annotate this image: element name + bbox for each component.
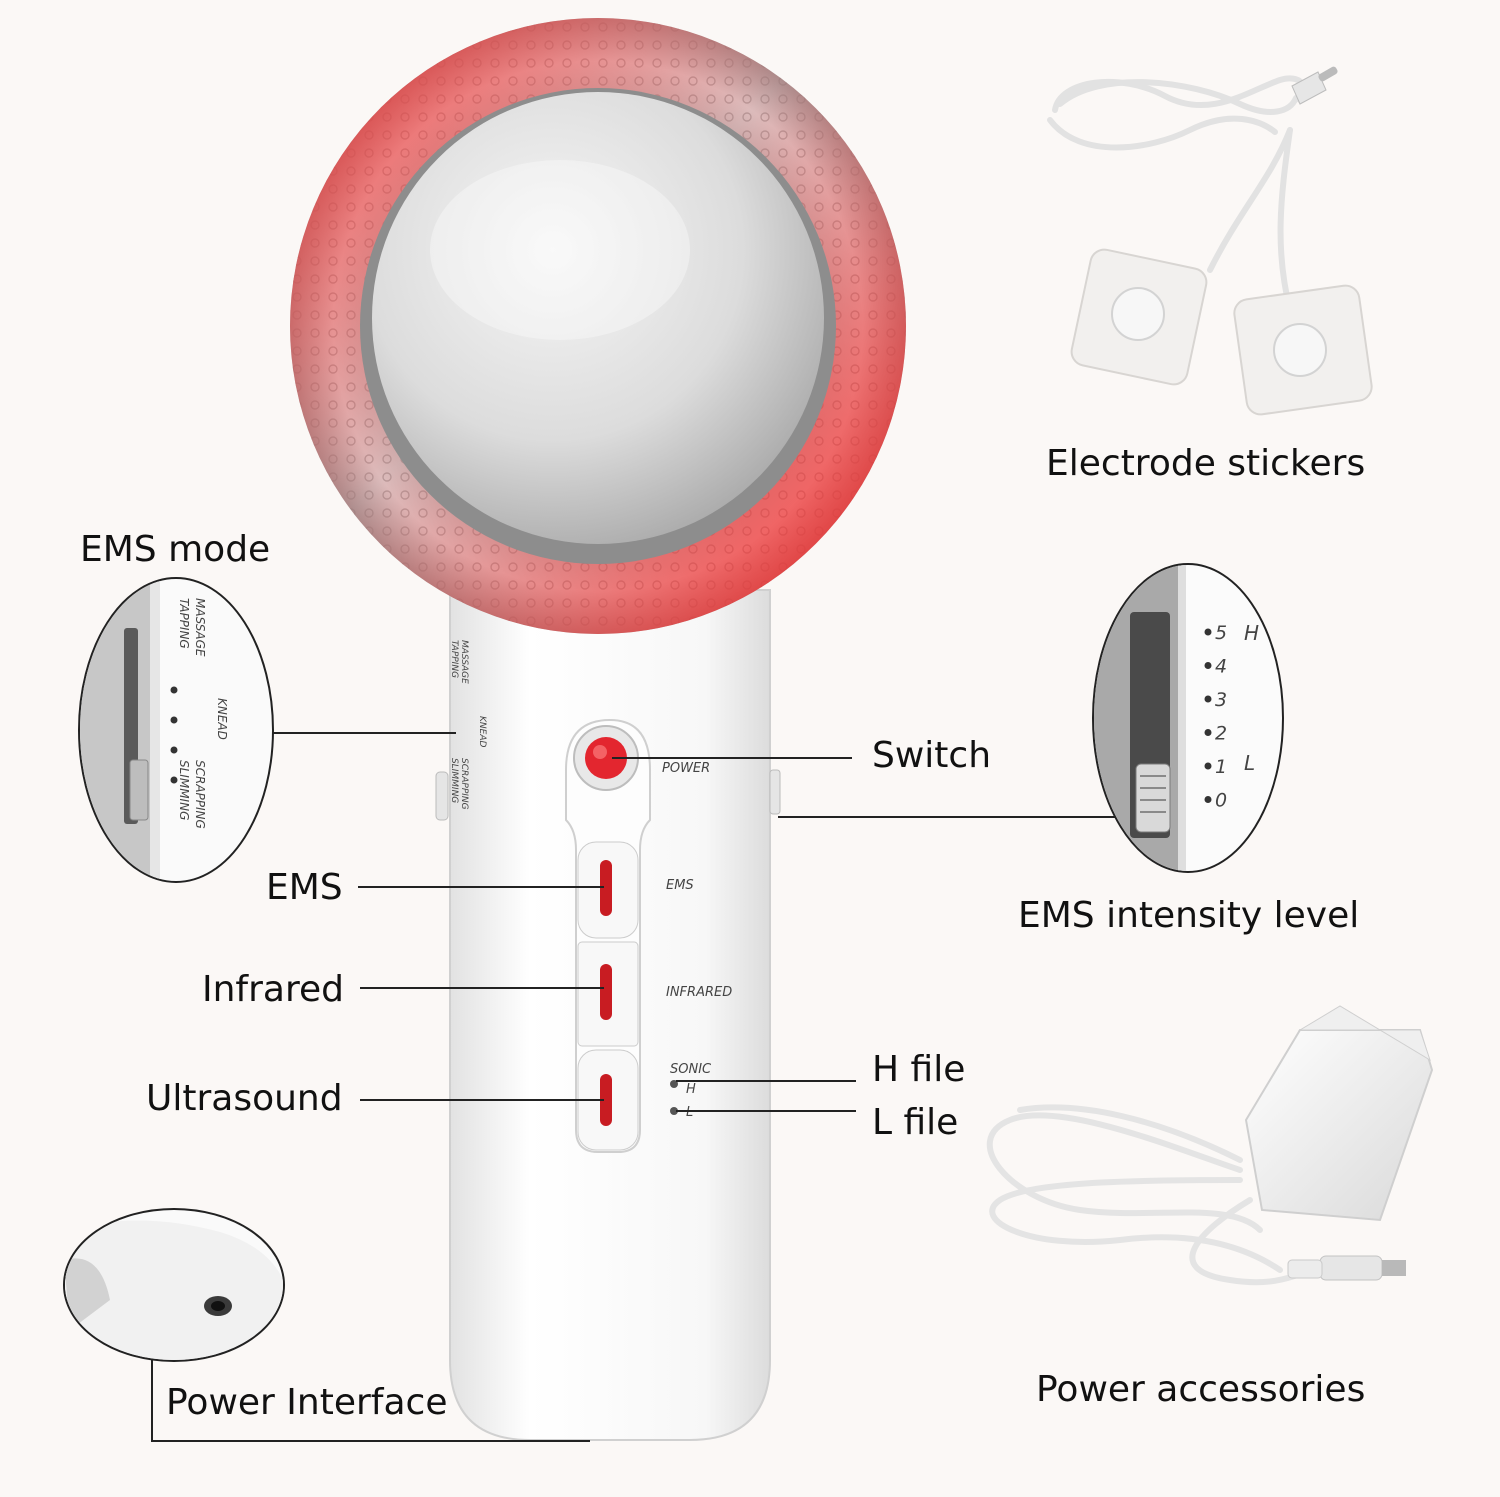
callout-infrared: Infrared xyxy=(202,969,344,1010)
device-print-sonic: SONIC xyxy=(670,1062,712,1077)
intensity-level-2: 2 xyxy=(1215,723,1227,745)
callout-l-file: L file xyxy=(872,1102,959,1143)
device-side-tapping: TAPPING xyxy=(449,640,459,678)
power-adapter-photo xyxy=(986,1005,1434,1286)
slimming-device: POWER EMS INFRARED SONIC H L MASSAGE TAP… xyxy=(290,18,906,1441)
zoom-print-scrapping: SCRAPPING xyxy=(193,760,207,829)
power-interface-zoom xyxy=(63,1208,285,1362)
device-print-power: POWER xyxy=(662,761,710,776)
ultrasound-button[interactable] xyxy=(600,1074,612,1126)
device-side-scrapping: SCRAPPING xyxy=(459,758,469,810)
intensity-high-mark: H xyxy=(1244,621,1259,645)
callout-h-file: H file xyxy=(872,1049,966,1090)
device-print-ems: EMS xyxy=(666,878,694,893)
intensity-low-mark: L xyxy=(1244,751,1255,775)
device-side-print: MASSAGE TAPPING KNEAD SCRAPPING SLIMMING xyxy=(449,640,487,810)
callout-ems-intensity-level: EMS intensity level xyxy=(1018,895,1360,936)
zoom-print-tapping: TAPPING xyxy=(177,598,191,649)
callout-ems-mode: EMS mode xyxy=(80,529,271,570)
callout-lines xyxy=(151,732,1116,1442)
device-print-h: H xyxy=(686,1082,696,1097)
device-mirror-plate xyxy=(372,92,824,544)
intensity-level-1: 1 xyxy=(1215,756,1227,778)
intensity-dot-4 xyxy=(1204,662,1212,669)
callout-ems: EMS xyxy=(266,867,343,908)
device-side-knead: KNEAD xyxy=(477,716,487,747)
intensity-level-4: 4 xyxy=(1215,656,1227,678)
intensity-wheel-knob[interactable] xyxy=(769,769,781,815)
intensity-levels: 5 4 3 2 1 0 xyxy=(1204,622,1227,812)
callout-electrode-stickers: Electrode stickers xyxy=(1046,443,1366,484)
device-side-massage: MASSAGE xyxy=(459,640,469,684)
zoom-print-massage: MASSAGE xyxy=(193,598,207,657)
device-side-slimming: SLIMMING xyxy=(449,758,459,803)
intensity-dot-5 xyxy=(1204,628,1212,636)
intensity-level-5: 5 xyxy=(1215,622,1227,644)
intensity-dot-1 xyxy=(1204,762,1212,770)
intensity-dot-3 xyxy=(1204,695,1212,703)
electrode-stickers-photo xyxy=(1047,66,1373,416)
infrared-button[interactable] xyxy=(600,964,612,1020)
mode-slider-knob[interactable] xyxy=(435,771,449,821)
zoom-print-slimming: SLIMMING xyxy=(177,760,191,820)
intensity-dot-0 xyxy=(1204,796,1212,803)
callout-power-accessories: Power accessories xyxy=(1036,1369,1366,1410)
ems-button[interactable] xyxy=(600,860,612,916)
ems-intensity-zoom: 5 4 3 2 1 0 H L xyxy=(1092,563,1284,873)
indicator-l-led xyxy=(670,1107,678,1115)
device-print-infrared: INFRARED xyxy=(666,985,732,1000)
callout-power-interface: Power Interface xyxy=(166,1382,448,1423)
callout-ultrasound: Ultrasound xyxy=(146,1078,343,1119)
zoom-print-knead: KNEAD xyxy=(215,698,229,740)
device-print-l: L xyxy=(686,1105,693,1120)
intensity-level-0: 0 xyxy=(1215,790,1227,812)
intensity-level-3: 3 xyxy=(1215,689,1227,711)
intensity-dot-2 xyxy=(1204,729,1212,736)
ems-mode-zoom: MASSAGE TAPPING KNEAD SCRAPPING SLIMMING xyxy=(78,577,274,883)
callout-switch: Switch xyxy=(872,735,992,776)
